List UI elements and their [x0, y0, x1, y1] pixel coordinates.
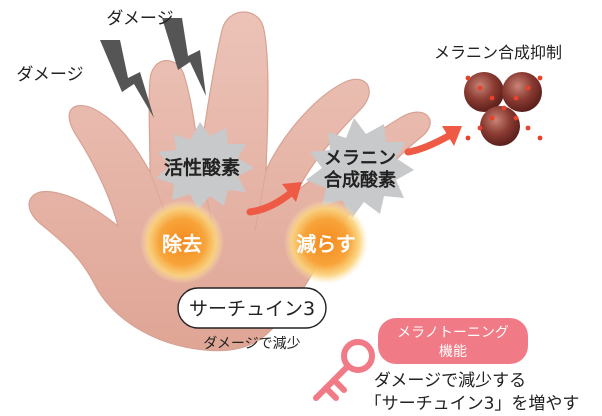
melanin-label-line1: メラニン	[324, 148, 396, 169]
melanin-sphere-icon	[464, 72, 543, 146]
damage-label-top: ダメージ	[106, 9, 173, 29]
feature-label-line1: メラノトーニング	[397, 325, 509, 341]
lightning-icon	[100, 40, 154, 118]
damage-reduce-label: ダメージで減少	[203, 335, 300, 352]
active-oxygen-label: 活性酸素	[164, 156, 240, 179]
key-icon	[313, 339, 375, 401]
arrow-icon	[404, 126, 462, 156]
remove-label: 除去	[162, 232, 202, 256]
caption-line2: 「サーチュイン3」を増やす	[365, 394, 580, 414]
reduce-label: 減らす	[296, 232, 356, 256]
sirtuin-pill: サーチュイン3	[177, 287, 327, 329]
feature-label-line2: 機能	[439, 344, 467, 360]
melanin-oxygen-burst: メラニン 合成酸素	[306, 118, 414, 218]
reduce-glow: 減らす	[284, 200, 368, 284]
melanin-suppress-label: メラニン合成抑制	[434, 43, 562, 62]
caption-line1: ダメージで減少する	[374, 371, 526, 391]
active-oxygen-burst: 活性酸素	[156, 122, 254, 210]
remove-glow: 除去	[140, 200, 224, 284]
arrow-icon	[246, 182, 302, 216]
lightning-icon	[162, 18, 206, 96]
damage-label-left: ダメージ	[16, 65, 83, 85]
sirtuin-label: サーチュイン3	[189, 298, 315, 320]
feature-badge: メラノトーニング 機能	[378, 318, 528, 364]
melanin-label-line2: 合成酸素	[324, 169, 396, 191]
